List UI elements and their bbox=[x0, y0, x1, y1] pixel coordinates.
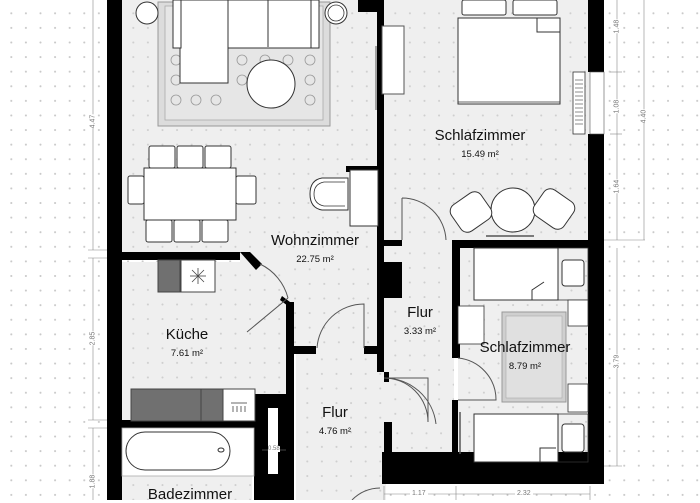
dimension-right-lower: 3.79 bbox=[613, 354, 621, 369]
wall-schlaf2-left-top bbox=[452, 240, 460, 358]
room-name: Schlafzimmer bbox=[479, 339, 571, 356]
room-name: Flur bbox=[322, 404, 348, 421]
wall-diagonal-right bbox=[280, 296, 294, 308]
room-name: Küche bbox=[165, 326, 209, 343]
floor-flur-2 bbox=[296, 346, 386, 500]
room-area: 3.33 m² bbox=[403, 326, 437, 337]
dimension-bottom-1: 1.17 bbox=[410, 490, 428, 497]
wall-wohn-schlaf-top bbox=[358, 0, 382, 12]
wall-flur2-top-left bbox=[294, 346, 316, 354]
wall-flur1-bottom bbox=[384, 422, 392, 462]
room-name: Flur bbox=[407, 304, 433, 321]
wall-flur-left-upper bbox=[377, 166, 384, 246]
room-area: 8.79 m² bbox=[508, 361, 542, 372]
room-area: 4.76 m² bbox=[318, 426, 352, 437]
wall-left bbox=[107, 0, 122, 500]
wall-bath-shaft-inner bbox=[268, 408, 278, 474]
room-label-kueche: Küche 7.61 m² bbox=[137, 326, 237, 359]
wall-schlaf2-left-bottom bbox=[452, 400, 458, 462]
wall-schlaf1-bottom bbox=[452, 240, 604, 248]
room-label-wohnzimmer: Wohnzimmer 22.75 m² bbox=[255, 232, 375, 265]
dimension-right-1: 1.48 bbox=[613, 19, 621, 34]
wall-diagonal-left bbox=[240, 252, 262, 270]
dimension-right-total: 4.40 bbox=[640, 109, 648, 124]
room-label-badezimmer: Badezimmer bbox=[130, 486, 250, 503]
wall-schlaf-bottom-left bbox=[346, 166, 378, 172]
wall-right-upper-a bbox=[588, 0, 604, 72]
room-name: Wohnzimmer bbox=[270, 232, 360, 249]
wall-flur-left-lower bbox=[377, 246, 384, 372]
room-label-schlafzimmer-1: Schlafzimmer 15.49 m² bbox=[420, 127, 540, 160]
wall-flur2-top-right bbox=[364, 346, 380, 354]
room-area: 15.49 m² bbox=[461, 149, 499, 160]
room-area: 7.61 m² bbox=[170, 348, 204, 359]
room-area: 22.75 m² bbox=[296, 254, 334, 265]
wall-wohn-schlaf bbox=[377, 0, 384, 166]
room-name: Badezimmer bbox=[147, 486, 233, 503]
wall-kueche-top bbox=[122, 252, 240, 260]
dimension-left-middle: 2.85 bbox=[89, 331, 97, 346]
wall-flur-stub bbox=[384, 240, 402, 246]
dimension-left-bottom: 1.88 bbox=[89, 474, 97, 489]
wall-flur-block bbox=[384, 262, 402, 298]
wall-kueche-right bbox=[286, 302, 294, 500]
room-label-flur-1: Flur 3.33 m² bbox=[390, 304, 450, 337]
dimension-right-3: 1.64 bbox=[613, 179, 621, 194]
wall-kueche-bottom bbox=[122, 420, 258, 428]
room-name: Schlafzimmer bbox=[434, 127, 526, 144]
dimension-wall-inner: 0.58 bbox=[268, 446, 280, 452]
room-label-schlafzimmer-2: Schlafzimmer 8.79 m² bbox=[460, 339, 590, 372]
dimension-right-2: 1.08 bbox=[613, 99, 621, 114]
dimension-left-top: 4.47 bbox=[89, 114, 97, 129]
wall-right-upper-b bbox=[588, 134, 604, 246]
room-label-flur-2: Flur 4.76 m² bbox=[305, 404, 365, 437]
wall-flur1-divider bbox=[384, 372, 389, 382]
dimension-bottom-2: 2.32 bbox=[515, 490, 533, 497]
wall-right-lower bbox=[588, 246, 604, 484]
